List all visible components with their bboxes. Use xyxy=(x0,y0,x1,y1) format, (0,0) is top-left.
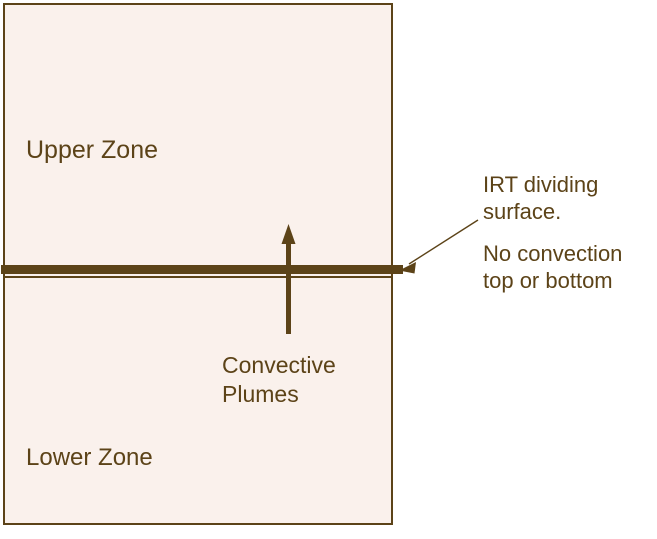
convective-plumes-label: Convective Plumes xyxy=(222,352,336,407)
irt-dividing-surface-underline xyxy=(3,276,393,278)
upper-zone-label: Upper Zone xyxy=(26,136,159,164)
annotation-irt-dividing-surface: IRT dividing surface. xyxy=(483,172,599,224)
irt-dividing-surface-bar xyxy=(1,265,403,274)
leader-arrow-icon xyxy=(399,219,479,274)
annotation-no-convection: No convection top or bottom xyxy=(483,241,623,293)
zone-enclosure-box xyxy=(3,3,393,525)
lower-zone-label: Lower Zone xyxy=(26,444,153,471)
